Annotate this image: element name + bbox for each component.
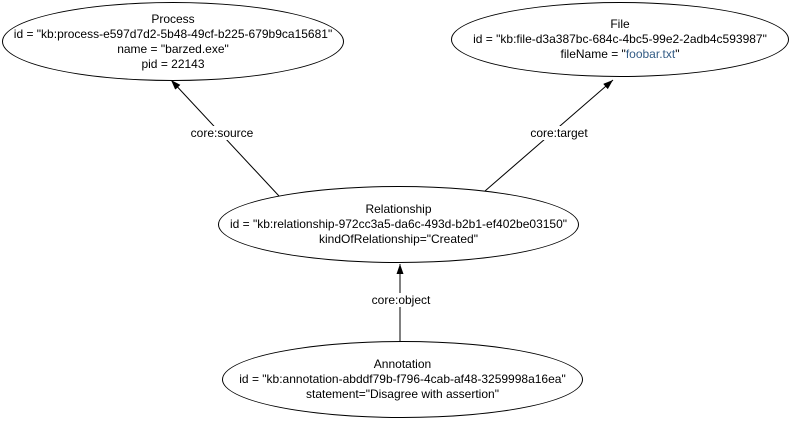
node-file-title: File	[610, 17, 630, 31]
node-annotation-statement: statement="Disagree with assertion"	[306, 387, 499, 401]
edge-label-core-source[interactable]: core:source	[187, 126, 257, 140]
node-process[interactable]: Process id = "kb:process-e597d7d2-5b48-4…	[2, 2, 344, 81]
node-process-pid: pid = 22143	[141, 56, 205, 71]
node-relationship-kind: kindOfRelationship="Created"	[319, 232, 478, 246]
node-relationship[interactable]: Relationship id = "kb:relationship-972cc…	[218, 186, 579, 263]
node-process-title: Process	[151, 11, 195, 26]
node-annotation[interactable]: Annotation id = "kb:annotation-abddf79b-…	[222, 341, 583, 418]
node-relationship-id: id = "kb:relationship-972cc3a5-da6c-493d…	[229, 217, 568, 231]
node-annotation-id: id = "kb:annotation-abddf79b-f796-4cab-a…	[239, 372, 566, 386]
edge-label-core-object[interactable]: core:object	[368, 293, 434, 307]
node-relationship-title: Relationship	[365, 202, 432, 216]
node-process-name: name = "barzed.exe"	[117, 41, 229, 56]
edge-label-core-target[interactable]: core:target	[527, 126, 591, 140]
node-file-id: id = "kb:file-d3a387bc-684c-4bc5-99e2-2a…	[473, 32, 767, 46]
node-process-id: id = "kb:process-e597d7d2-5b48-49cf-b225…	[13, 26, 333, 41]
node-file-filename-line: fileName = "foobar.txt"	[561, 47, 680, 62]
node-file-filename-prefix: fileName = "	[560, 47, 626, 61]
filename-link[interactable]: foobar.txt	[625, 47, 676, 61]
node-file[interactable]: File id = "kb:file-d3a387bc-684c-4bc5-99…	[451, 2, 789, 77]
node-file-filename-suffix: "	[675, 47, 680, 61]
node-annotation-title: Annotation	[373, 357, 432, 371]
